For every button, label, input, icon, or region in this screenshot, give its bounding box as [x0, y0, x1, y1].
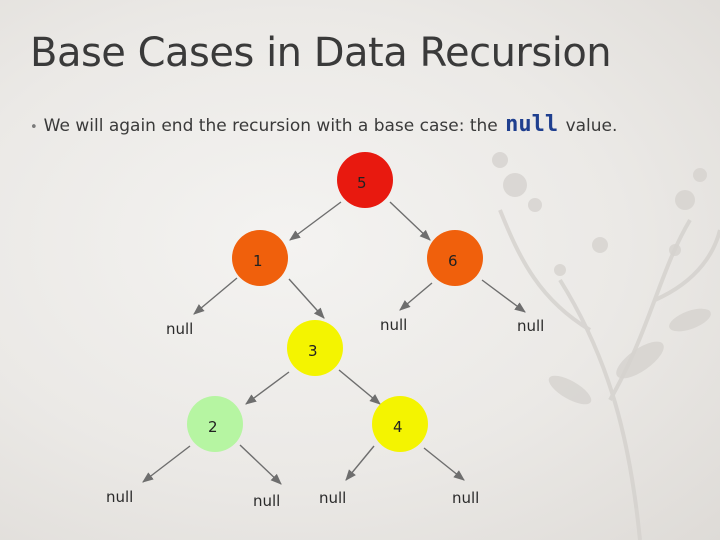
edge-3-2: [246, 372, 289, 404]
null-label-2-left: null: [106, 488, 133, 506]
edge-3-4: [339, 370, 380, 404]
null-label-1-left: null: [166, 320, 193, 338]
edge-1-3: [289, 279, 324, 318]
node-5: 5: [337, 152, 393, 208]
edge-5-6: [390, 202, 430, 240]
node-3: 3: [287, 320, 343, 376]
node-1-label: 1: [253, 252, 263, 270]
node-4: 4: [372, 396, 428, 452]
node-4-label: 4: [393, 418, 403, 436]
edge-6-null-left: [400, 283, 432, 310]
node-6-label: 6: [448, 252, 458, 270]
edge-4-null-right: [424, 448, 464, 480]
null-label-4-left: null: [319, 489, 346, 507]
node-2: 2: [187, 396, 243, 452]
node-1: 1: [232, 230, 288, 286]
null-label-4-right: null: [452, 489, 479, 507]
null-label-2-right: null: [253, 492, 280, 510]
edge-5-1: [290, 202, 341, 240]
null-label-6-left: null: [380, 316, 407, 334]
edge-2-null-right: [240, 445, 281, 484]
edge-4-null-left: [346, 446, 374, 480]
node-3-label: 3: [308, 342, 318, 360]
edge-2-null: [143, 446, 190, 482]
node-2-label: 2: [208, 418, 218, 436]
null-label-6-right: null: [517, 317, 544, 335]
node-6: 6: [427, 230, 483, 286]
edge-1-null: [194, 278, 237, 314]
node-5-label: 5: [357, 174, 367, 192]
edge-6-null-right: [482, 280, 525, 312]
